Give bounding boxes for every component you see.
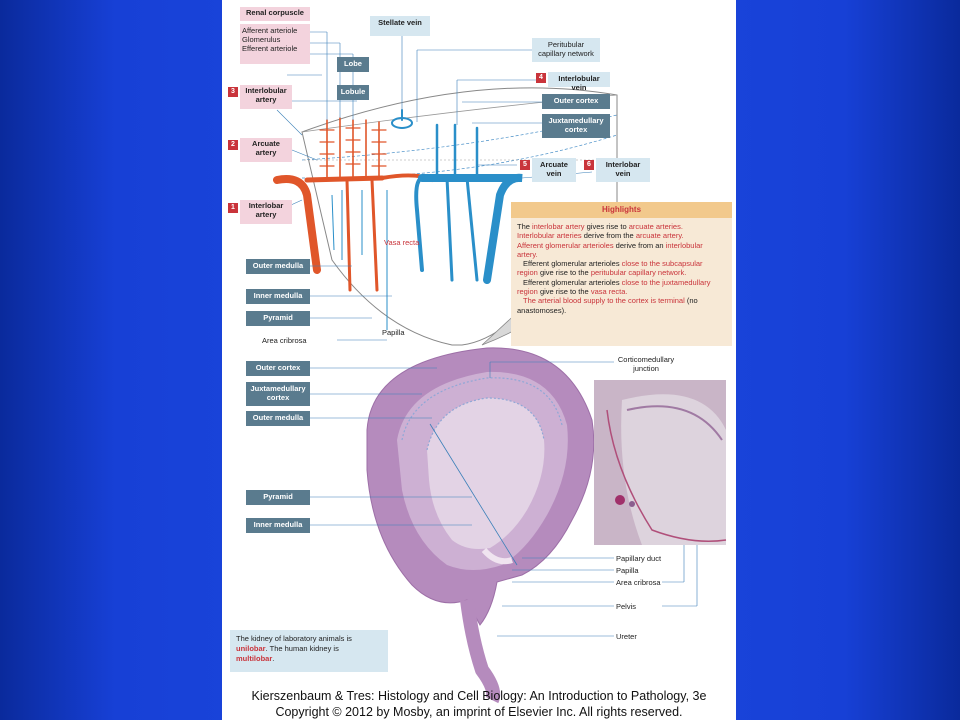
number-4: 4 (536, 73, 546, 83)
label-juxtamedullary-cortex-top: Juxtamedullary cortex (542, 114, 610, 138)
number-2: 2 (228, 140, 238, 150)
highlights-title: Highlights (511, 202, 732, 218)
label-vasa-recta: Vasa recta (384, 238, 420, 247)
label-pyramid-bottom: Pyramid (246, 490, 310, 505)
label-lobule: Lobule (337, 85, 369, 100)
label-outer-medulla-bottom: Outer medulla (246, 411, 310, 426)
number-3: 3 (228, 87, 238, 97)
label-lobe: Lobe (337, 57, 369, 72)
note-unilobar: unilobar (236, 644, 266, 653)
label-inner-medulla-bottom: Inner medulla (246, 518, 310, 533)
note-box: The kidney of laboratory animals is unil… (230, 630, 388, 672)
label-pyramid-top: Pyramid (246, 311, 310, 326)
label-afferent-arteriole: Afferent arteriole (242, 26, 298, 35)
label-interlobular-vein: Interlobular vein (548, 72, 610, 92)
label-papillary-duct: Papillary duct (616, 554, 662, 563)
label-arcuate-vein: Arcuate vein (532, 158, 576, 182)
label-interlobar-vein: Interlobar vein (596, 158, 650, 182)
highlights-panel: Highlights The interlobar artery gives r… (511, 202, 732, 346)
label-pelvis: Pelvis (616, 602, 637, 611)
figure-page: Renal corpuscle Afferent arteriole Glome… (222, 0, 736, 720)
histology-section (366, 347, 595, 704)
label-efferent-arteriole: Efferent arteriole (242, 44, 298, 53)
bottom-leader-lines (310, 361, 698, 637)
label-juxtamedullary-cortex-bottom: Juxtamedullary cortex (246, 382, 310, 406)
number-6: 6 (584, 160, 594, 170)
label-outer-cortex-top: Outer cortex (542, 94, 610, 109)
label-papilla-top: Papilla (382, 328, 405, 337)
label-corpuscle-details: Afferent arteriole Glomerulus Efferent a… (240, 24, 310, 64)
note-multilobar: multilobar (236, 654, 273, 663)
label-area-cribrosa-top: Area cribrosa (262, 336, 307, 345)
label-peritubular-network: Peritubular capillary network (532, 38, 600, 62)
label-area-cribrosa-bottom: Area cribrosa (616, 578, 661, 587)
label-renal-corpuscle: Renal corpuscle (240, 7, 310, 21)
caption-line-2: Copyright © 2012 by Mosby, an imprint of… (275, 705, 683, 719)
highlights-body: The interlobar artery gives rise to arcu… (517, 222, 711, 315)
label-outer-cortex-bottom: Outer cortex (246, 361, 310, 376)
note-line-1: The kidney of laboratory animals is (236, 634, 352, 643)
label-arcuate-artery: Arcuate artery (240, 138, 292, 162)
label-ureter: Ureter (616, 632, 637, 641)
label-interlobar-artery: Interlobar artery (240, 200, 292, 224)
label-glomerulus: Glomerulus (242, 35, 281, 44)
figure-caption: Kierszenbaum & Tres: Histology and Cell … (222, 688, 736, 720)
label-interlobular-artery: Interlobular artery (240, 85, 292, 109)
vasa-recta-lines (331, 190, 388, 330)
number-1: 1 (228, 203, 238, 213)
histology-inset (594, 380, 727, 545)
label-papilla-bottom: Papilla (616, 566, 639, 575)
caption-line-1: Kierszenbaum & Tres: Histology and Cell … (251, 689, 707, 703)
kidney-diagram (273, 31, 727, 704)
label-corticomedullary-junction: Corticomedullary junction (617, 355, 675, 373)
label-inner-medulla-top: Inner medulla (246, 289, 310, 304)
arteries (273, 117, 434, 292)
label-stellate-vein: Stellate vein (370, 16, 430, 36)
label-outer-medulla-top: Outer medulla (246, 259, 310, 274)
number-5: 5 (520, 160, 530, 170)
veins (391, 109, 523, 284)
